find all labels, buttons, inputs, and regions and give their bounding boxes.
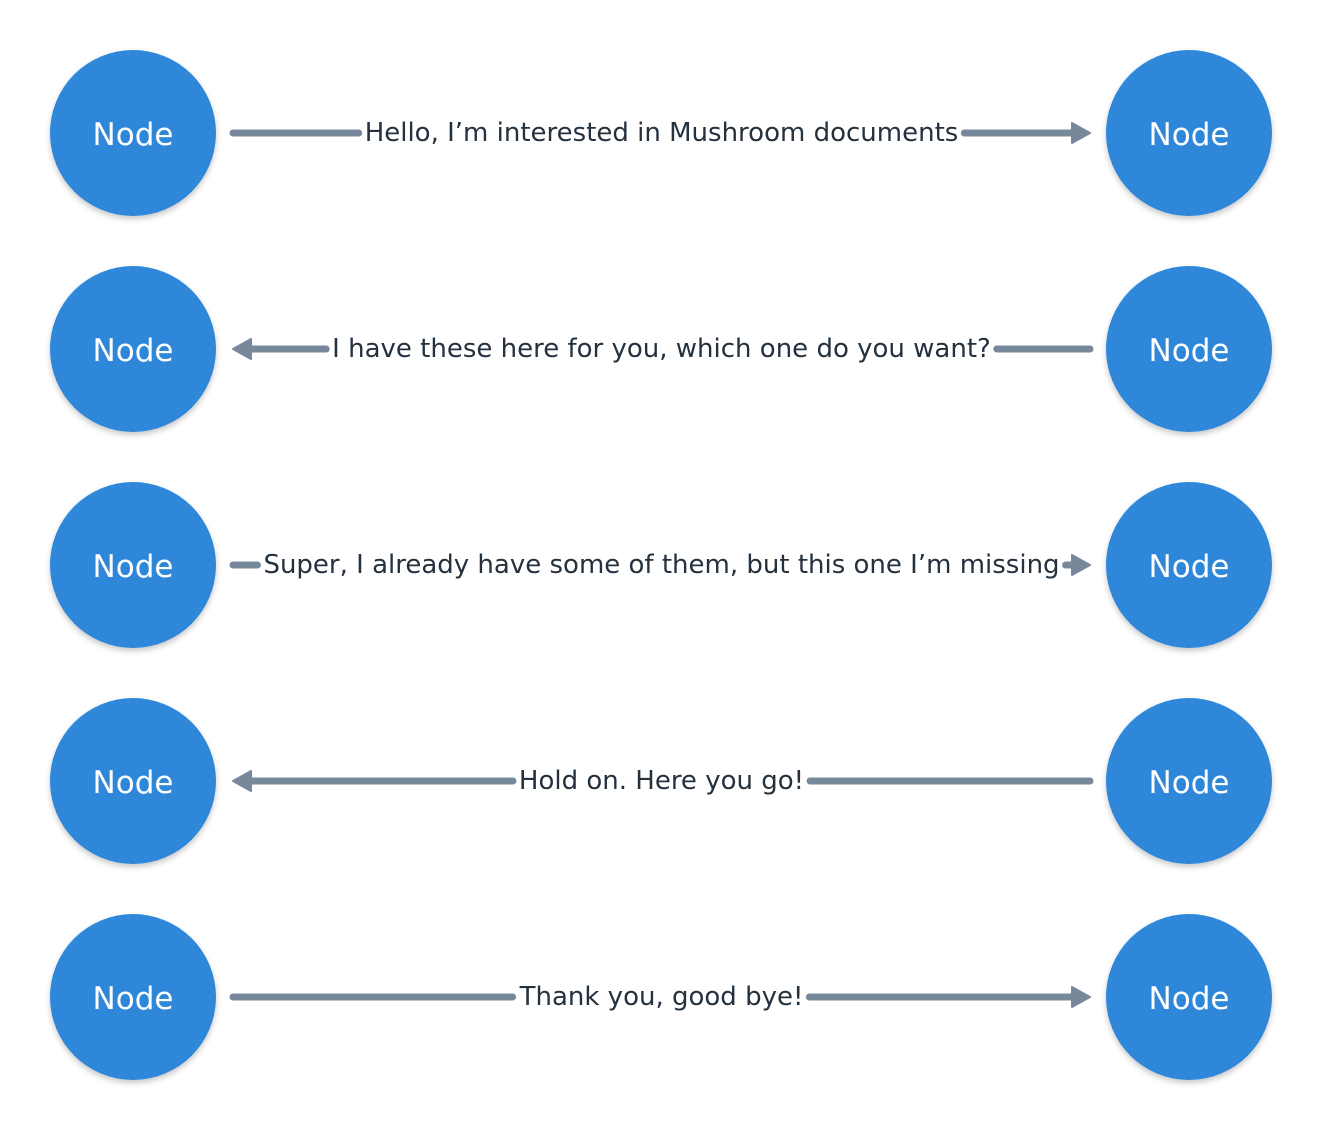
message-row-3: Node Node Super, I already have some of th… — [50, 482, 1272, 648]
node-circle — [1106, 914, 1272, 1080]
node-left-5: Node — [50, 914, 216, 1080]
node-right-2: Node — [1106, 266, 1272, 432]
message-row-1: Node Node Hello, I’m interested in Mushroo… — [50, 50, 1272, 216]
message-arrow — [229, 122, 1091, 144]
arrowhead-left-icon — [232, 338, 252, 360]
node-circle — [1106, 266, 1272, 432]
node-label: Node — [93, 549, 174, 585]
node-left-1: Node — [50, 50, 216, 216]
arrowhead-right-icon — [1071, 986, 1091, 1008]
message-row-5: Node Node Thank you, good bye! — [50, 914, 1272, 1080]
node-circle — [1106, 482, 1272, 648]
message-text: Super, I already have some of them, but … — [263, 550, 1059, 580]
node-label: Node — [1149, 765, 1230, 801]
arrowhead-left-icon — [232, 770, 252, 792]
node-right-5: Node — [1106, 914, 1272, 1080]
message-arrow — [232, 770, 1094, 792]
node-label: Node — [1149, 549, 1230, 585]
node-right-4: Node — [1106, 698, 1272, 864]
node-label: Node — [93, 117, 174, 153]
node-circle — [1106, 698, 1272, 864]
arrowhead-right-icon — [1071, 122, 1091, 144]
node-left-4: Node — [50, 698, 216, 864]
node-label: Node — [93, 333, 174, 369]
message-text: Hold on. Here you go! — [519, 766, 804, 796]
node-label: Node — [1149, 981, 1230, 1017]
node-label: Node — [93, 981, 174, 1017]
message-text: Hello, I’m interested in Mushroom docume… — [365, 118, 959, 148]
node-label: Node — [1149, 117, 1230, 153]
node-label: Node — [93, 765, 174, 801]
node-circle — [50, 266, 216, 432]
node-circle — [50, 914, 216, 1080]
message-arrow — [232, 338, 1094, 360]
arrowhead-right-icon — [1071, 554, 1091, 576]
message-row-2: Node Node I have these here for you, which… — [50, 266, 1272, 432]
node-circle — [50, 50, 216, 216]
node-circle — [50, 698, 216, 864]
message-row-4: Node Node Hold on. Here you go! — [50, 698, 1272, 864]
node-label: Node — [1149, 333, 1230, 369]
node-right-1: Node — [1106, 50, 1272, 216]
node-right-3: Node — [1106, 482, 1272, 648]
message-arrow — [229, 554, 1091, 576]
node-circle — [50, 482, 216, 648]
message-text: Thank you, good bye! — [519, 982, 804, 1012]
node-circle — [1106, 50, 1272, 216]
message-text: I have these here for you, which one do … — [332, 334, 991, 364]
node-left-3: Node — [50, 482, 216, 648]
node-left-2: Node — [50, 266, 216, 432]
message-arrow — [229, 986, 1091, 1008]
